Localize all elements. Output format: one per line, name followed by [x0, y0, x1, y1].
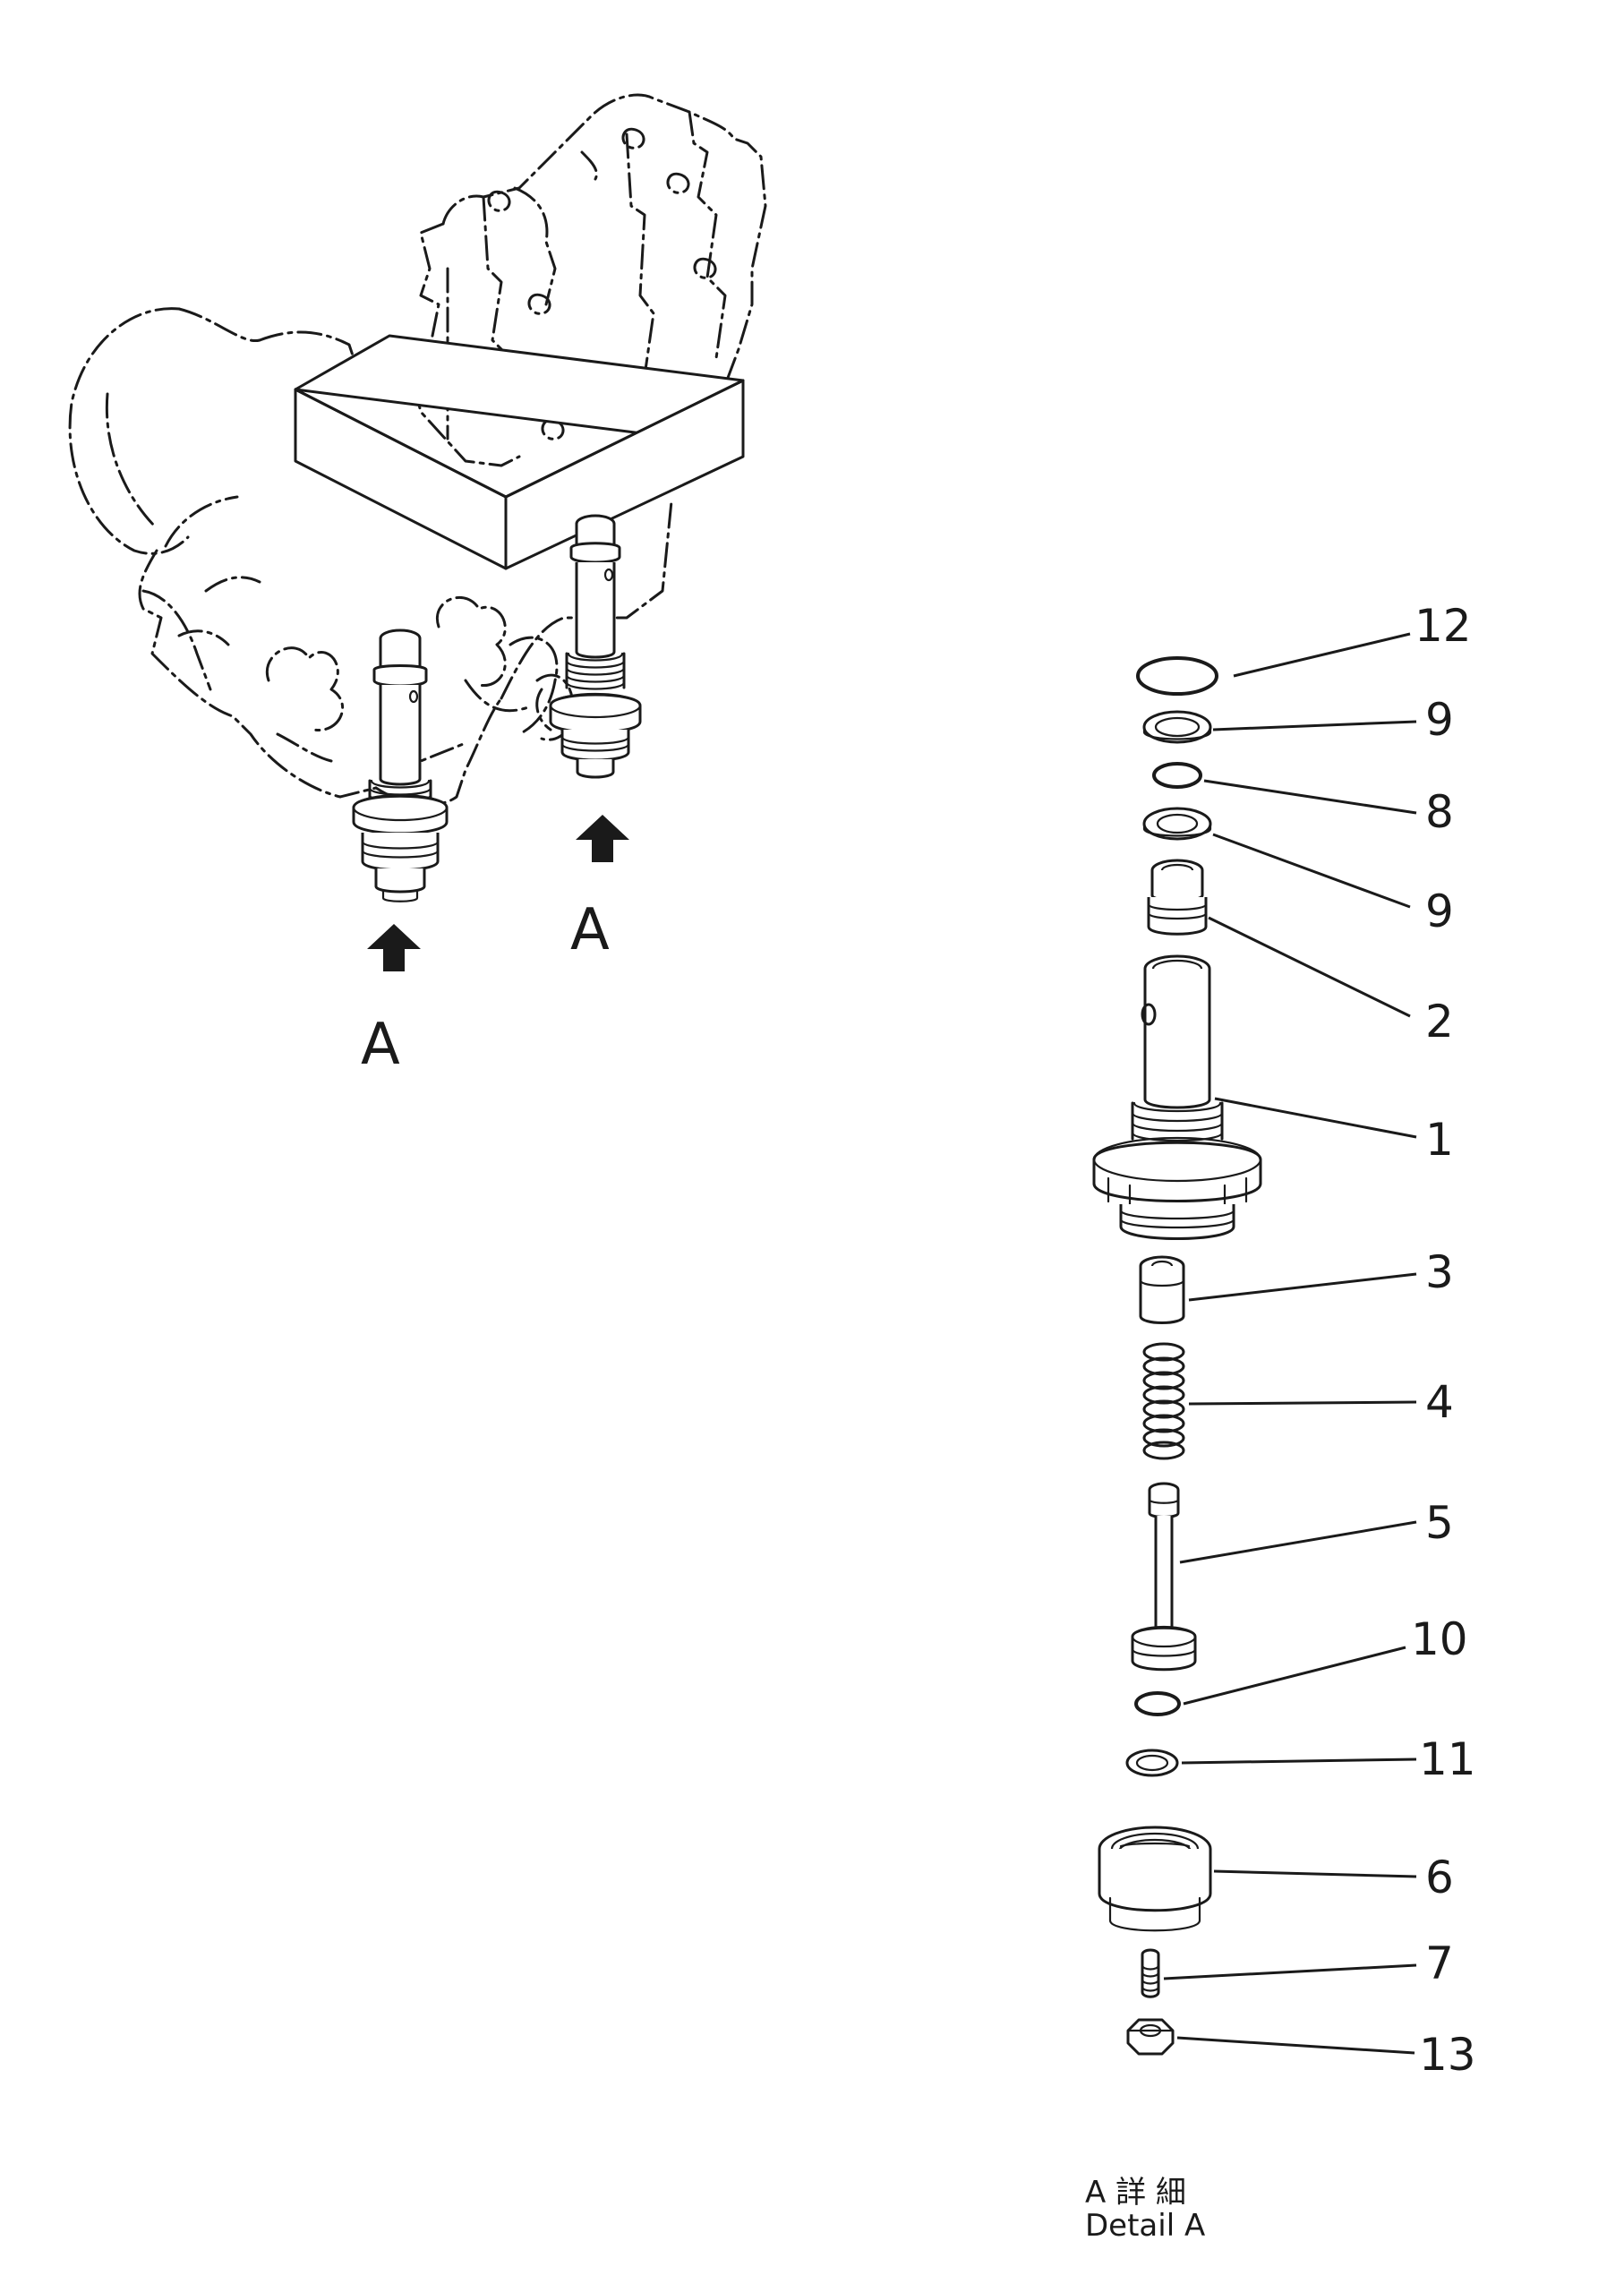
callout-2: 2	[1425, 996, 1454, 1048]
detail-caption: A 詳 細 Detail A	[1085, 2175, 1205, 2244]
detail-caption-en: Detail A	[1085, 2208, 1205, 2244]
callout-12: 12	[1415, 600, 1472, 652]
leader-lines	[1163, 632, 1417, 2055]
assembly-valve-left	[352, 629, 449, 902]
part-4-spring	[1142, 1342, 1185, 1460]
callout-1: 1	[1425, 1114, 1454, 1166]
callout-numbers: 12 9 8 9 2 1 3 4 5 10 11 6 7 13	[1411, 600, 1476, 2081]
callout-13: 13	[1419, 2029, 1476, 2081]
part-1-valve-body	[1092, 954, 1262, 1240]
view-arrow-left	[367, 924, 421, 971]
part-11-backup-ring	[1125, 1749, 1179, 1777]
part-8-o-ring	[1152, 762, 1202, 789]
mounting-plate	[294, 334, 745, 570]
callout-10: 10	[1411, 1613, 1468, 1665]
callout-6: 6	[1425, 1852, 1454, 1903]
callout-7: 7	[1425, 1937, 1454, 1989]
part-7-set-screw	[1141, 1948, 1160, 1998]
view-label-left: A	[361, 1012, 400, 1078]
detail-caption-jp: A 詳 細	[1085, 2175, 1186, 2211]
assembly-valve-right	[535, 514, 642, 779]
part-10-o-ring	[1134, 1691, 1181, 1716]
view-arrow-right	[576, 815, 629, 862]
callout-4: 4	[1425, 1376, 1454, 1428]
part-13-nut	[1126, 2018, 1175, 2056]
part-5-poppet	[1131, 1482, 1197, 1672]
part-9-backup-ring-lower	[1142, 807, 1212, 841]
callout-9-upper: 9	[1425, 694, 1454, 746]
view-label-right: A	[570, 897, 610, 963]
callout-8: 8	[1425, 786, 1454, 838]
part-9-backup-ring-upper	[1142, 710, 1212, 744]
part-6-cap-nut	[1098, 1826, 1212, 1932]
callout-9-lower: 9	[1425, 885, 1454, 937]
callout-11: 11	[1419, 1733, 1476, 1785]
part-3-spring-seat	[1139, 1255, 1185, 1324]
part-12-o-ring	[1136, 656, 1218, 696]
part-2-plug	[1147, 859, 1208, 936]
callout-5: 5	[1425, 1497, 1454, 1549]
callout-3: 3	[1425, 1246, 1454, 1298]
